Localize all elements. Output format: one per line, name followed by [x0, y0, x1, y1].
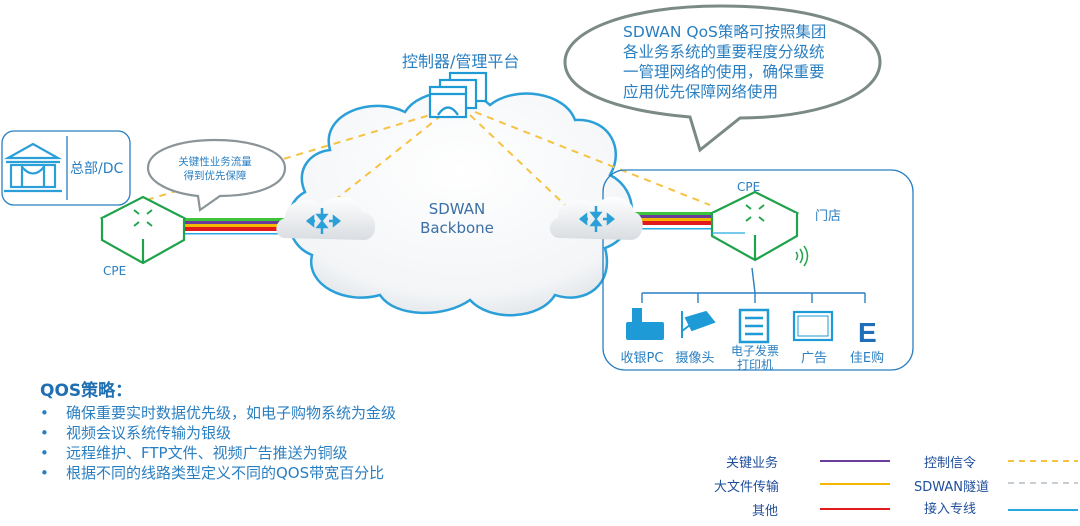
device-tree-lines — [641, 267, 866, 303]
small-bubble-line: 得到优先保障 — [183, 170, 247, 182]
legend-label-key-business: 关键业务 — [726, 456, 779, 471]
backbone-line1: SDWAN — [428, 200, 486, 218]
device-label-ad: 广告 — [800, 351, 827, 366]
right-access-lines — [632, 212, 712, 230]
big-bubble-line: 一管理网络的使用，确保重要 — [623, 63, 825, 81]
device-label-cash-pc: 收银PC — [620, 351, 664, 366]
building-icon — [3, 142, 63, 193]
cpe-right-label: CPE — [737, 180, 761, 194]
legend-label-access-line: 接入专线 — [924, 502, 977, 517]
device-label-line: 打印机 — [736, 358, 773, 372]
device-label-eshop: 佳E购 — [849, 351, 885, 366]
camera-icon — [681, 310, 716, 338]
legend-label-other: 其他 — [752, 504, 779, 519]
small-bubble-text: 关键性业务流量 得到优先保障 — [165, 155, 265, 183]
small-bubble-line: 关键性业务流量 — [178, 156, 252, 168]
cpe-arrows-icon — [745, 204, 765, 222]
qos-item: 根据不同的线路类型定义不同的QOS带宽百分比 — [40, 463, 396, 483]
qos-item: 视频会议系统传输为银级 — [40, 423, 396, 443]
device-label-line: 电子发票 — [730, 344, 779, 358]
big-bubble-line: SDWAN QoS策略可按照集团 — [623, 23, 827, 41]
qos-list: 确保重要实时数据优先级，如电子购物系统为金级 视频会议系统传输为银级 远程维护、… — [40, 403, 396, 483]
hq-label: 总部/DC — [70, 161, 124, 177]
store-box — [602, 169, 914, 371]
management-platform-icon — [428, 71, 488, 119]
legend-label-control: 控制信令 — [924, 456, 977, 471]
edge-cloud-right — [549, 196, 643, 240]
cash-register-icon — [626, 308, 664, 340]
qos-item: 远程维护、FTP文件、视频广告推送为铜级 — [40, 443, 396, 463]
small-speech-bubble — [146, 138, 287, 212]
controller-label: 控制器/管理平台 — [402, 52, 520, 71]
invoice-printer-icon — [738, 308, 770, 344]
qos-policy: QOS策略： 确保重要实时数据优先级，如电子购物系统为金级 视频会议系统传输为银… — [40, 376, 396, 483]
legend-label-sdwan-tunnel: SDWAN隧道 — [914, 480, 990, 495]
device-label-camera: 摄像头 — [675, 351, 715, 366]
big-bubble-line: 各业务系统的重要程度分级统 — [623, 43, 825, 61]
big-bubble-text: SDWAN QoS策略可按照集团 各业务系统的重要程度分级统 一管理网络的使用，… — [623, 22, 826, 102]
cpe-right-device — [709, 190, 800, 262]
legend-label-large-file: 大文件传输 — [714, 480, 780, 495]
router-arrows-icon — [305, 208, 342, 234]
legend-lines — [820, 460, 1078, 511]
store-label: 门店 — [815, 209, 842, 224]
backbone-line2: Backbone — [420, 219, 494, 237]
edge-cloud-left — [276, 196, 376, 240]
control-signal-lines — [129, 111, 711, 206]
qos-title: QOS策略： — [40, 381, 133, 401]
cpe-left-label: CPE — [103, 264, 127, 278]
router-arrows-icon — [578, 206, 616, 232]
cpe-left-device — [99, 195, 187, 265]
big-bubble-line: 应用优先保障网络使用 — [623, 83, 779, 101]
e-shop-icon: E — [858, 317, 877, 348]
ad-display-icon — [792, 310, 834, 342]
big-speech-bubble — [563, 4, 882, 153]
cpe-arrows-icon — [133, 209, 153, 227]
device-label-invoice-printer: 电子发票 打印机 — [726, 344, 784, 372]
qos-item: 确保重要实时数据优先级，如电子购物系统为金级 — [40, 403, 396, 423]
left-access-lines — [183, 218, 293, 235]
wifi-icon — [795, 245, 809, 267]
